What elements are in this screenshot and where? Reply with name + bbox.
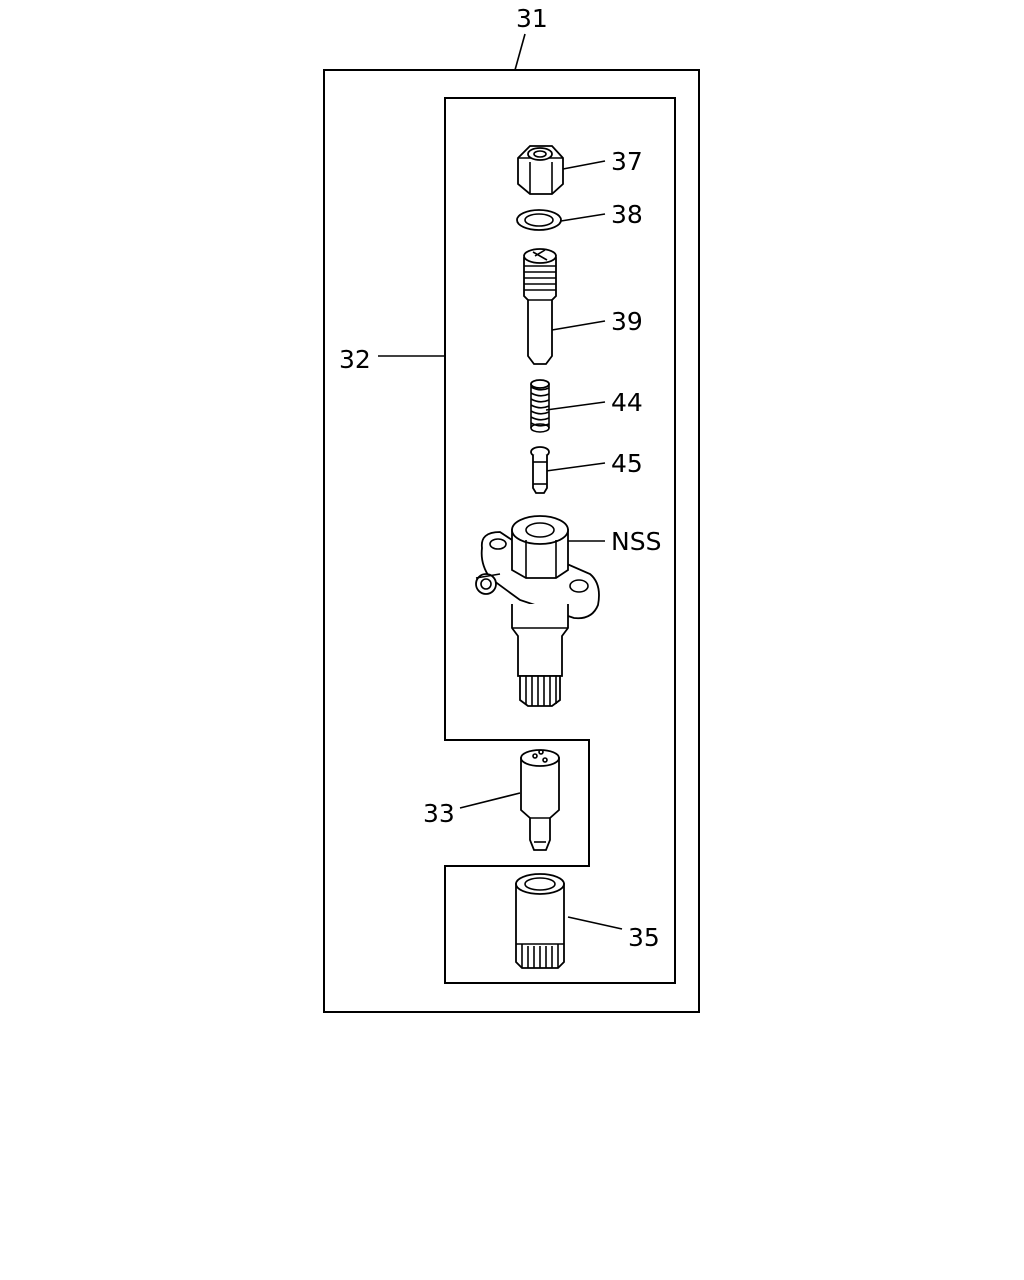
retaining-nut-part [515, 873, 565, 969]
washer-part [516, 209, 562, 231]
leader-33 [459, 792, 521, 809]
callout-39: 39 [611, 307, 643, 336]
spindle-part [523, 248, 557, 365]
callout-35: 35 [628, 923, 660, 952]
callout-nss: NSS [611, 527, 661, 556]
leader-39 [551, 320, 606, 331]
pin-part [530, 446, 550, 494]
nozzle-holder-body [475, 515, 600, 707]
callout-31: 31 [516, 4, 548, 33]
callout-44: 44 [611, 388, 643, 417]
callout-45: 45 [611, 449, 643, 478]
leader-44 [545, 401, 606, 411]
leader-31 [514, 33, 526, 71]
callout-37: 37 [611, 147, 643, 176]
hex-nut-part [517, 145, 564, 195]
callout-38: 38 [611, 200, 643, 229]
leader-38 [560, 213, 606, 222]
outer-frame-31 [323, 69, 700, 1013]
callout-33: 33 [423, 799, 455, 828]
inner-frame-32 [444, 97, 676, 984]
callout-32: 32 [339, 345, 371, 374]
leader-45 [545, 462, 606, 472]
nozzle-part [520, 749, 560, 851]
spring-part [530, 379, 550, 433]
leader-37 [562, 160, 606, 170]
leader-35 [567, 916, 623, 930]
